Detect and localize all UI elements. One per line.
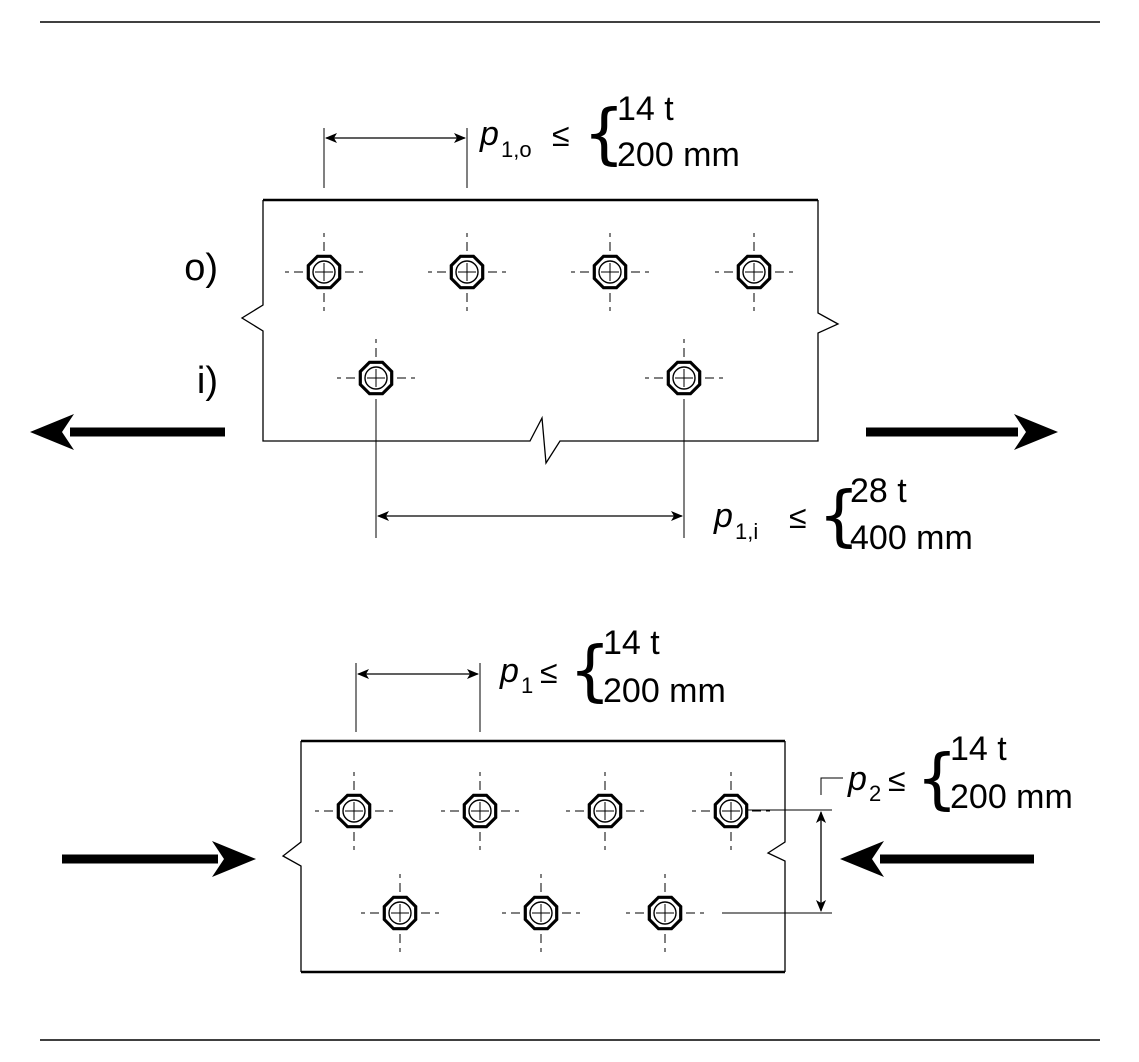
top-inner-pitch-option-1: 28 t: [850, 472, 907, 510]
bolt-hole-top-outer-4: [715, 233, 793, 311]
bolt-hole-bottom-lower-12: [502, 874, 580, 952]
bottom-p2-leq: ≤: [888, 762, 906, 798]
bottom-p1-subscript: 1: [521, 673, 533, 698]
bottom-p2-symbol: p: [847, 760, 867, 798]
top-inner-pitch-brace: {: [818, 477, 860, 554]
top-outer-pitch-leq: ≤: [552, 117, 570, 153]
bolt-hole-bottom-upper-10: [692, 772, 770, 850]
bolt-hole-top-inner-6: [645, 339, 723, 417]
row-label-outer: o): [184, 247, 218, 289]
bolt-hole-top-outer-1: [285, 233, 363, 311]
bottom-p2-brace: {: [916, 740, 958, 817]
compression-arrow-left: [62, 841, 256, 877]
top-inner-pitch-option-2: 400 mm: [850, 519, 973, 557]
bottom-p2-subscript: 2: [869, 781, 881, 806]
bolt-hole-top-outer-2: [428, 233, 506, 311]
top-inner-pitch-leq: ≤: [789, 499, 807, 535]
bolt-holes: [285, 233, 793, 952]
bottom-p1-brace: {: [569, 632, 611, 709]
top-outer-pitch-brace: {: [583, 95, 625, 172]
bottom-p1-option-1: 14 t: [603, 624, 660, 662]
tension-arrow-left: [30, 414, 225, 450]
top-plate: [240, 198, 840, 465]
top-inner-pitch-symbol: p: [713, 497, 733, 535]
top-outer-pitch-option-2: 200 mm: [617, 136, 740, 174]
bottom-p2-option-1: 14 t: [950, 730, 1007, 768]
top-outer-pitch-option-1: 14 t: [617, 90, 674, 128]
bottom-p1-leq: ≤: [540, 654, 558, 690]
bottom-p2-option-2: 200 mm: [950, 778, 1073, 816]
bolt-hole-top-outer-3: [571, 233, 649, 311]
bolt-hole-bottom-upper-7: [315, 772, 393, 850]
tension-arrow-right: [866, 414, 1058, 450]
bolt-hole-bottom-upper-9: [566, 772, 644, 850]
top-outer-pitch-subscript: 1,o: [501, 137, 532, 162]
row-label-inner: i): [197, 360, 218, 402]
top-outer-pitch-symbol: p: [479, 115, 499, 153]
compression-arrow-right: [840, 841, 1034, 877]
bottom-p1-symbol: p: [499, 652, 519, 690]
top-inner-pitch-subscript: 1,i: [735, 519, 758, 544]
bottom-plate: [281, 739, 786, 974]
bottom-p2-leader: [820, 777, 843, 795]
bolt-hole-bottom-lower-13: [626, 874, 704, 952]
bolt-hole-top-inner-5: [337, 339, 415, 417]
bottom-p1-option-2: 200 mm: [603, 672, 726, 710]
bolt-hole-bottom-lower-11: [361, 874, 439, 952]
bolt-hole-bottom-upper-8: [441, 772, 519, 850]
